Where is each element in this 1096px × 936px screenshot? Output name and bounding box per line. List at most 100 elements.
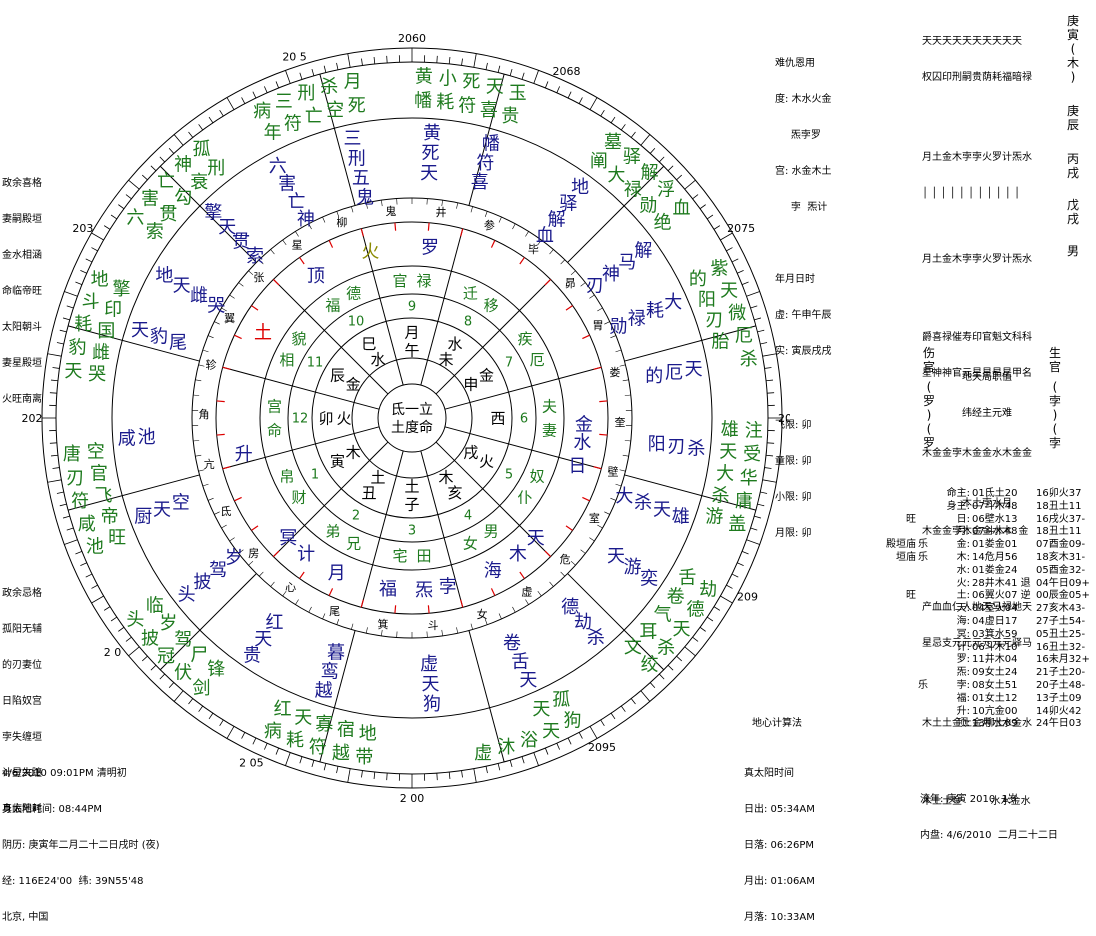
col-char: 罗 — [922, 436, 936, 450]
inner-tick — [323, 613, 325, 618]
outer-tick — [64, 291, 77, 296]
mid-house-char: 天 — [420, 163, 438, 184]
outer-tick — [57, 492, 64, 493]
planet-pre: 乐 — [918, 680, 932, 692]
mid-house-char: 死 — [422, 143, 440, 164]
planet-v1: 03箕水59 — [972, 629, 1034, 641]
planet-v2: 16丑土32- — [1036, 642, 1096, 654]
outer-tick — [227, 98, 234, 110]
outer-tick — [700, 627, 706, 631]
inner-tick — [471, 624, 473, 630]
outer-tick — [111, 617, 117, 621]
outer-house-char: 天 — [672, 619, 690, 640]
palace-char: 德 — [346, 284, 361, 302]
outer-tick — [557, 743, 560, 749]
mid-house-char: 幡 — [482, 134, 500, 155]
outer-tick — [568, 738, 571, 744]
planet-flag: 旺 — [876, 514, 916, 526]
palace-char: 夫 — [542, 397, 557, 415]
outer-house-char: 越 — [332, 743, 350, 764]
palace-char: 帛 — [279, 468, 294, 486]
outer-house-char: 的 — [689, 269, 707, 290]
outer-tick — [757, 330, 764, 332]
outer-tick — [474, 54, 476, 68]
outer-house-char: 刑 — [297, 83, 315, 104]
outer-house-char: 地 — [359, 723, 377, 744]
outer-tick — [747, 291, 760, 296]
mid-house-char: 空 — [172, 493, 190, 514]
outer-tick — [677, 656, 682, 661]
inner-tick — [249, 561, 253, 565]
mid-house-char: 刃 — [586, 276, 604, 297]
outer-house-char: 天 — [719, 442, 737, 463]
outer-tick — [650, 148, 655, 153]
col-char: ( — [1048, 422, 1062, 436]
planet-name: 福: — [932, 693, 970, 705]
outer-house-char: 国 — [97, 321, 115, 342]
outer-tick — [118, 627, 124, 631]
col-char: ( — [922, 380, 936, 394]
mansion-label: 壁 — [607, 465, 618, 479]
col-char: 官 — [922, 360, 936, 374]
mansion-label: 尾 — [329, 605, 340, 618]
inner-tick — [203, 350, 209, 352]
info-line: 月限: 卯 — [775, 528, 832, 540]
outer-house-char: 天 — [720, 280, 738, 301]
note-line: 金水相涵 — [2, 250, 42, 262]
palace-char: 命 — [267, 421, 282, 439]
branch-number: 7 — [505, 356, 513, 371]
red-tick — [461, 229, 463, 237]
outer-house-char: 解 — [641, 162, 659, 183]
branch-top: 月 — [404, 323, 419, 341]
note-line: 的刃妻位 — [2, 660, 42, 672]
branch-top: 火 — [479, 452, 494, 470]
inner-tick — [199, 365, 205, 366]
outer-tick — [579, 97, 582, 103]
outer-house-char: 天 — [64, 361, 82, 382]
outer-tick — [142, 175, 147, 180]
info-line: 年月日时 — [775, 274, 832, 286]
degree-label: 2095 — [588, 741, 616, 754]
mid-house-char: 神 — [297, 209, 315, 230]
inner-tick — [193, 395, 199, 396]
mid-house-char: 索 — [246, 246, 264, 267]
planet-v1: 11井木04 — [972, 654, 1034, 666]
outer-tick — [732, 259, 738, 262]
outer-tick — [264, 743, 267, 749]
outer-house-char: 雄 — [721, 420, 739, 441]
outer-tick — [714, 607, 720, 611]
outer-tick — [91, 248, 97, 251]
palace-char: 妻 — [542, 421, 557, 439]
outer-tick — [348, 769, 350, 783]
inner-tick — [571, 271, 575, 275]
outer-tick — [48, 354, 62, 356]
degree-label: 2075 — [727, 222, 755, 235]
planet-name: 顶: — [932, 718, 970, 730]
branch-number: 8 — [464, 315, 472, 330]
mid-house-char: 池 — [138, 427, 156, 448]
panel-row: 权囚印刑嗣贵荫耗福暗禄 — [922, 72, 1032, 84]
col-char: 生 — [1048, 346, 1062, 360]
outer-tick — [126, 195, 132, 199]
outer-tick — [568, 92, 571, 98]
outer-tick — [668, 665, 673, 670]
palace-char: 厄 — [530, 351, 545, 369]
palace-char: 相 — [279, 351, 294, 369]
planet-flag: 殿垣庙 — [876, 539, 916, 551]
mid-house-char: 厄 — [665, 362, 683, 383]
outer-tick — [462, 771, 463, 778]
outer-house-char: 冠 — [157, 646, 175, 667]
outer-tick — [48, 480, 62, 482]
mid-house-char: 豹 — [150, 326, 168, 347]
inner-tick — [221, 525, 226, 528]
outer-house-char: 喜 — [480, 100, 498, 121]
outer-tick — [601, 110, 605, 116]
outer-tick — [361, 771, 362, 778]
planet-v2: 18丑土11 — [1036, 501, 1096, 513]
outer-house-char: 符 — [284, 114, 302, 135]
red-tick — [566, 526, 573, 531]
mansion-label: 虚 — [521, 585, 532, 598]
